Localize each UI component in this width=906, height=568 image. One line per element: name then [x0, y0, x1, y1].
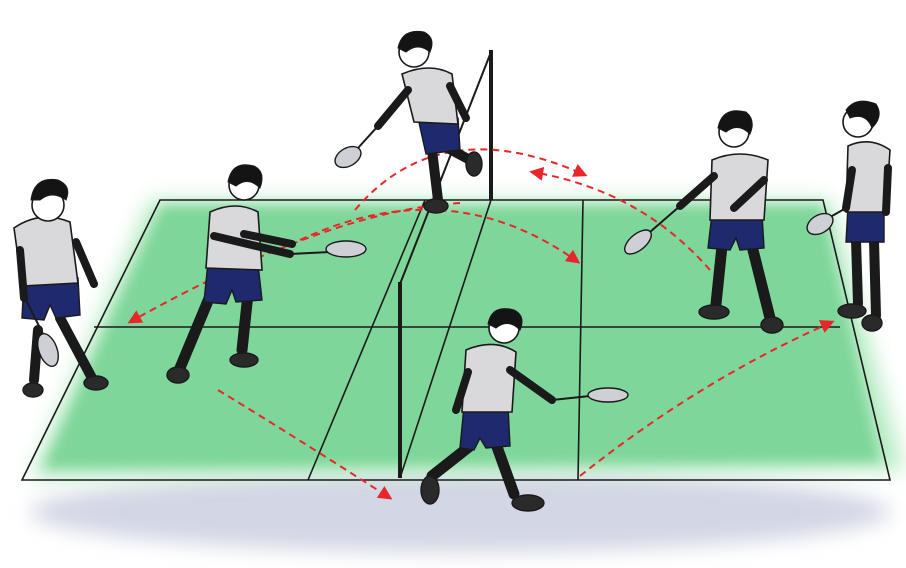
player-right-reaching: [624, 110, 784, 334]
player-far-left-waiting: [13, 178, 109, 398]
shot-path-lower-left: [217, 389, 393, 500]
player-near-front-lunge: [420, 308, 629, 512]
player-near-left-forehand: [166, 164, 367, 384]
left-sideline-inner: [307, 199, 426, 481]
shot-path-front-to-right: [579, 320, 835, 477]
floor-shadow: [30, 472, 890, 552]
court-lines: [20, 199, 892, 481]
player-far-right-waiting: [806, 100, 892, 332]
right-center-line: [577, 199, 584, 481]
shot-path-right-to-net: [529, 166, 711, 271]
player-jumping-center: [334, 30, 483, 214]
net: [398, 50, 493, 479]
